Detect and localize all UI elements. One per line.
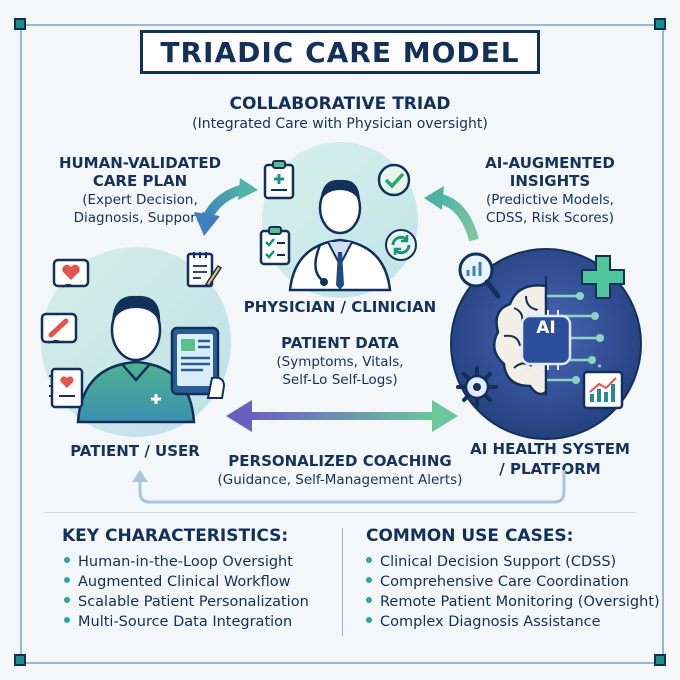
arrow-ai-physician-icon: [424, 186, 479, 242]
ai-system-label-2: / PLATFORM: [499, 460, 601, 478]
corner-decoration: [14, 18, 26, 30]
patient-label: PATIENT / USER: [70, 442, 200, 460]
key-characteristics-title: KEY CHARACTERISTICS:: [62, 526, 289, 546]
use-cases-title: COMMON USE CASES:: [366, 526, 574, 546]
checklist-icon: [259, 226, 291, 266]
coaching-sub: (Guidance, Self-Management Alerts): [217, 472, 463, 488]
divider: [44, 512, 636, 513]
outer-frame: [20, 24, 664, 664]
magnifier-chart-icon: [458, 252, 501, 299]
health-journal-icon: [49, 367, 84, 409]
notepad-pencil-icon: [186, 252, 222, 288]
triad-heading: COLLABORATIVE TRIAD: [229, 94, 451, 114]
list-item: Augmented Clinical Workflow: [64, 572, 309, 592]
human-validated-title-2: CARE PLAN: [92, 172, 188, 190]
physician-label: PHYSICIAN / CLINICIAN: [243, 298, 437, 316]
double-arrow-icon: [226, 400, 458, 432]
list-item: Remote Patient Monitoring (Oversight): [366, 592, 660, 612]
list-item: Comprehensive Care Coordination: [366, 572, 660, 592]
gear-icon: [456, 366, 498, 408]
tablet-icon: [170, 326, 226, 399]
ai-augmented-title-1: AI-AUGMENTED: [485, 154, 615, 172]
patient-data-heading: PATIENT DATA: [281, 334, 399, 352]
ai-augmented-sub-2: CDSS, Risk Scores): [486, 210, 614, 226]
list-item: Human-in-the-Loop Oversight: [64, 552, 309, 572]
checkmark-icon: [377, 163, 411, 197]
bar-chart-icon: [582, 370, 624, 410]
clipboard-medical-icon: [263, 160, 295, 200]
page-title: TRIADIC CARE MODEL: [140, 30, 540, 74]
corner-decoration: [654, 18, 666, 30]
list-item: Multi-Source Data Integration: [64, 612, 309, 632]
return-arrow-icon: [132, 470, 566, 504]
human-validated-sub-2: Diagnosis, Support): [73, 210, 207, 226]
arrow-physician-patient-icon: [194, 178, 258, 236]
ai-system-label-1: AI HEALTH SYSTEM: [470, 440, 630, 458]
use-cases-list: Clinical Decision Support (CDSS) Compreh…: [366, 552, 660, 632]
ai-augmented-title-2: INSIGHTS: [509, 172, 591, 190]
ai-chip-label: AI: [536, 318, 556, 338]
refresh-icon: [385, 229, 417, 261]
ai-augmented-sub-1: (Predictive Models,: [486, 192, 614, 208]
list-item: Complex Diagnosis Assistance: [366, 612, 660, 632]
column-divider: [342, 528, 343, 636]
patient-data-sub-2: Self-Lo Self-Logs): [282, 372, 398, 388]
patient-data-sub-1: (Symptoms, Vitals,: [276, 354, 404, 370]
corner-decoration: [654, 654, 666, 666]
list-item: Scalable Patient Personalization: [64, 592, 309, 612]
human-validated-sub-1: (Expert Decision,: [82, 192, 198, 208]
thermometer-chat-icon: [40, 312, 78, 344]
human-validated-title-1: HUMAN-VALIDATED: [58, 154, 222, 172]
key-characteristics-list: Human-in-the-Loop Oversight Augmented Cl…: [64, 552, 309, 632]
heart-chat-icon: [52, 258, 90, 288]
corner-decoration: [14, 654, 26, 666]
coaching-heading: PERSONALIZED COACHING: [228, 452, 452, 470]
triad-subheading: (Integrated Care with Physician oversigh…: [192, 116, 488, 132]
list-item: Clinical Decision Support (CDSS): [366, 552, 660, 572]
